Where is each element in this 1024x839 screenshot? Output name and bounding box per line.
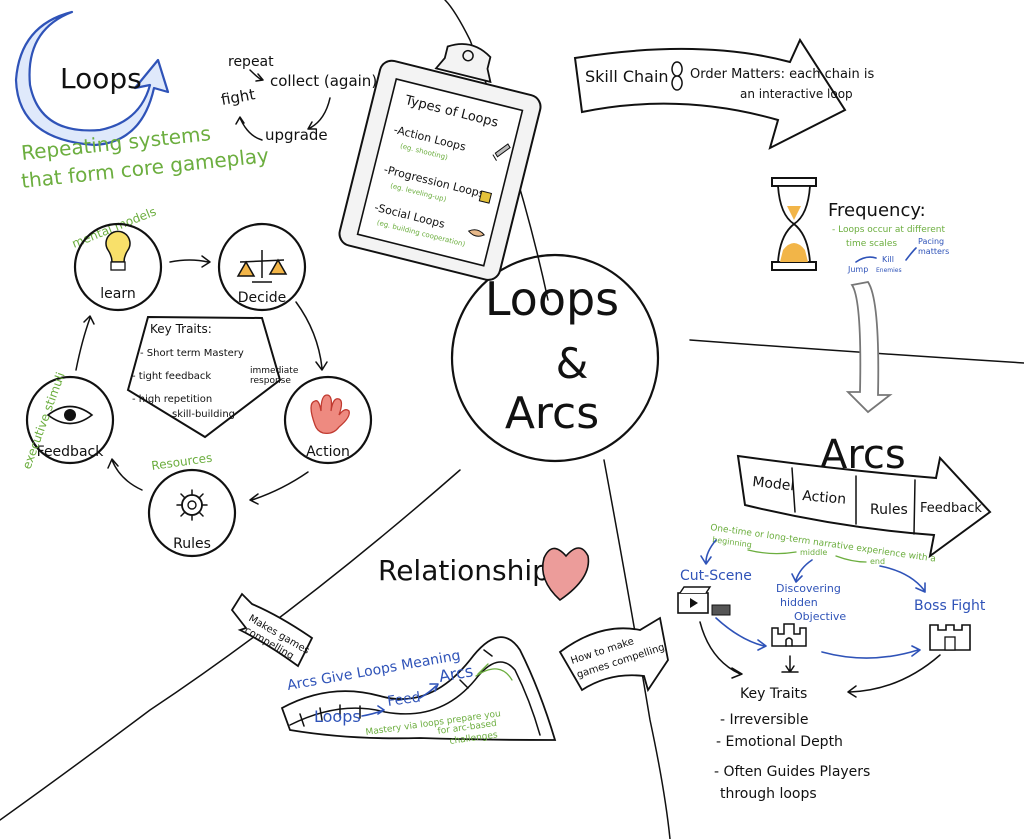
feedback-label: Feedback <box>37 444 105 460</box>
feedback-node: Feedback <box>25 375 115 465</box>
frequency-jump: Jump <box>847 265 868 274</box>
center-title-arcs: Arcs <box>505 388 599 439</box>
relationship-section: Relationship Makes games compelling How … <box>230 547 669 747</box>
discover-line3: Objective <box>794 610 846 623</box>
loop-trait-2b: immediate <box>250 366 299 376</box>
loop-cycle: mental models learn Decide Action Rules <box>20 204 373 558</box>
castle-icon <box>771 623 807 647</box>
loops-title: Loops <box>60 62 142 95</box>
types-of-loops-clipboard: Types of Loops -Action Loops (eg. shooti… <box>338 43 542 281</box>
wavy-road <box>280 636 557 741</box>
heart-icon <box>541 547 590 602</box>
cycle-fight: fight <box>220 85 257 109</box>
loop-trait-3b: skill-building <box>172 409 235 420</box>
discover-line2: hidden <box>780 596 818 609</box>
loop-trait-1: - Short term Mastery <box>140 348 244 359</box>
loop-trait-2c: response <box>250 376 291 386</box>
rules-node: Rules <box>147 468 237 558</box>
cycle-repeat: repeat <box>228 54 274 70</box>
boss-castle-icon <box>929 624 971 651</box>
cycle-collect: collect (again) <box>270 72 377 90</box>
relationship-loops: Loops <box>314 707 361 726</box>
balance-scale-icon <box>236 250 288 283</box>
arcs-banner-feedback: Feedback <box>920 501 982 516</box>
skill-chain-title: Skill Chain <box>585 67 669 86</box>
arc-trait-1: - Irreversible <box>720 712 808 728</box>
rules-label: Rules <box>173 536 211 552</box>
sword-icon <box>492 143 511 161</box>
arc-trait-3b: through loops <box>720 786 817 802</box>
frequency-kill: Kill <box>882 255 894 264</box>
how-compelling-arrow: How to make games compelling <box>558 616 669 693</box>
film-clapper-icon <box>677 586 712 614</box>
hand-icon <box>310 394 350 435</box>
loop-trait-3a: - high repetition <box>132 394 212 405</box>
frequency-line1: - Loops occur at different <box>832 225 946 235</box>
skill-chain-order: Order Matters: each chain is <box>690 67 875 82</box>
film-strip-icon <box>711 604 731 616</box>
arcs-desc-middle: middle <box>800 548 827 557</box>
hourglass-icon <box>771 177 817 271</box>
arcs-desc-end: end <box>870 557 885 566</box>
resources-label: Resources <box>150 451 213 473</box>
center-title-amp: & <box>556 339 589 388</box>
frequency-title: Frequency: <box>828 200 926 221</box>
loop-traits-title: Key Traits: <box>150 322 212 336</box>
learn-label: learn <box>100 286 135 302</box>
arc-traits-title: Key Traits <box>740 686 807 702</box>
frequency-enemies: Enemies <box>876 267 902 274</box>
learn-node: learn <box>73 222 163 312</box>
gear-icon <box>176 489 208 521</box>
key-traits-pentagon: Key Traits: - Short term Mastery - tight… <box>126 315 299 439</box>
cycle-upgrade: upgrade <box>265 126 328 144</box>
boss-fight-label: Boss Fight <box>914 598 986 614</box>
trophy-icon <box>478 190 493 204</box>
center-circle: Loops & Arcs <box>450 253 660 463</box>
frequency-line2: time scales <box>846 239 897 249</box>
decide-label: Decide <box>238 290 286 306</box>
relationship-feed: Feed <box>386 689 421 709</box>
circular-arrow-icon <box>14 10 170 147</box>
arcs-banner-action: Action <box>802 488 847 508</box>
decide-node: Decide <box>217 222 307 312</box>
loop-trait-2a: - tight feedback <box>132 371 211 382</box>
discover-line1: Discovering <box>776 582 841 595</box>
loops-header: Loops Repeating systems that form core g… <box>14 10 377 193</box>
action-label: Action <box>306 444 350 460</box>
frequency-down-arrow <box>845 281 893 414</box>
arc-trait-2: - Emotional Depth <box>716 734 843 750</box>
arc-trait-3a: - Often Guides Players <box>714 764 870 780</box>
relationship-title: Relationship <box>378 554 550 587</box>
center-title-loops: Loops <box>485 272 619 326</box>
frequency-section: Frequency: - Loops occur at different ti… <box>771 177 949 414</box>
arcs-banner-rules: Rules <box>870 502 908 518</box>
skill-chain-loop: an interactive loop <box>740 87 853 101</box>
arcs-banner-model: Model <box>752 474 795 494</box>
frequency-matters: matters <box>918 247 949 256</box>
arcs-flow-arrows <box>699 539 941 698</box>
makes-compelling-arrow: Makes games compelling <box>230 592 314 668</box>
arcs-section: Arcs Model Action Rules Feedback One-tim… <box>677 432 992 802</box>
cut-scene-label: Cut-Scene <box>680 568 752 584</box>
chain-link-icon <box>671 61 683 91</box>
arcs-banner-arrow: Model Action Rules Feedback <box>736 454 992 559</box>
frequency-pacing: Pacing <box>918 237 944 246</box>
lightbulb-icon <box>105 230 131 263</box>
handshake-icon <box>467 229 485 237</box>
skill-chain-arrow: Skill Chain Order Matters: each chain is… <box>573 37 875 150</box>
cycle-arrows <box>75 255 328 505</box>
action-node: Action <box>283 375 373 465</box>
